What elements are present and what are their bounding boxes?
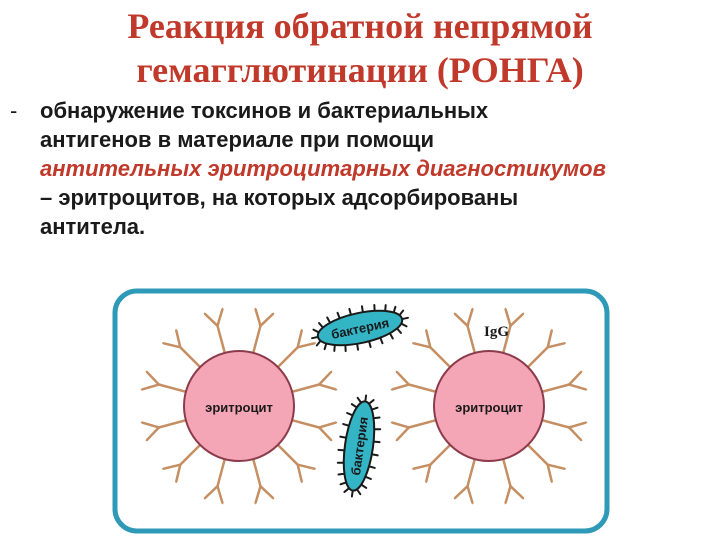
erythrocyte-left-label: эритроцит — [205, 400, 273, 415]
antibody-arm-light — [395, 370, 408, 383]
antibody-stem — [538, 383, 571, 394]
antibody-arm-light — [140, 384, 157, 391]
antibody-arm-light — [145, 429, 158, 442]
antibody-stem — [538, 418, 571, 429]
antibody-stem — [466, 324, 477, 357]
antibody-arm-light — [550, 464, 567, 470]
bullet-line-2: антигенов в материале при помощи — [40, 127, 434, 152]
antibody-arm-light — [254, 488, 261, 505]
antibody-arm-light — [467, 307, 474, 324]
antibody-arm-light — [175, 328, 181, 345]
bacterium-bottom: бактерия — [336, 394, 382, 498]
antibody-arm-light — [395, 429, 408, 442]
antibody-arm-light — [300, 464, 317, 470]
ronga-diagram: эритроцит эритроцит бактерия бактерия Ig… — [112, 288, 610, 534]
antibody-stem — [501, 324, 512, 357]
antibody-arm-light — [512, 312, 525, 325]
title-line-1: Реакция обратной непрямой — [127, 6, 593, 46]
antibody-arm-light — [321, 421, 338, 428]
bullet-paragraph: - обнаружение токсинов и бактериальных а… — [10, 96, 710, 241]
antibody-stem — [251, 324, 262, 357]
bullet-line-3-highlight: антительных эритроцитарных диагностикумо… — [40, 156, 606, 181]
antibody-stem — [251, 455, 262, 488]
bacterium-bottom-body — [342, 400, 376, 492]
antibody-arm-light — [262, 312, 275, 325]
antibody-arm-light — [217, 307, 224, 324]
bacterium-top-body — [316, 309, 404, 347]
antibody-arm-light — [320, 429, 333, 442]
antibody-stem — [288, 418, 321, 429]
igg-label: IgG — [484, 324, 509, 340]
erythrocyte-right-label: эритроцит — [455, 400, 523, 415]
antibody-arm-light — [512, 487, 525, 500]
antibody-stem — [501, 455, 512, 488]
antibody-arm-light — [570, 370, 583, 383]
bullet-dash: - — [10, 98, 18, 123]
antibody-arm-light — [262, 487, 275, 500]
antibody-arm-light — [547, 467, 553, 484]
antibody-arm-light — [504, 488, 511, 505]
antibody-arm-light — [504, 307, 511, 324]
antibody-arm-light — [254, 307, 261, 324]
antibody-arm-light — [425, 328, 431, 345]
antibody-arm-light — [571, 421, 588, 428]
antibody-stem — [216, 455, 227, 488]
antibody-stem — [275, 442, 299, 466]
antibody-stem — [179, 346, 203, 370]
antibody-arm-light — [203, 487, 216, 500]
antibody-stem — [157, 383, 190, 394]
antibody-stem — [157, 418, 190, 429]
antibody-stem — [525, 346, 549, 370]
antibody-arm-light — [390, 421, 407, 428]
antibody-arm-light — [297, 328, 303, 345]
antibody-arm-light — [321, 384, 338, 391]
antibody-stem — [179, 442, 203, 466]
antibody-arm-light — [203, 312, 216, 325]
antibody-stem — [407, 383, 440, 394]
erythrocyte-left — [183, 350, 295, 462]
antibody-arm-light — [453, 487, 466, 500]
antibody-arm-light — [161, 342, 178, 348]
antibody-arm-light — [140, 421, 157, 428]
antibody-stem — [407, 418, 440, 429]
erythrocyte-right — [433, 350, 545, 462]
antibody-arm-light — [390, 384, 407, 391]
antibody-stem — [525, 442, 549, 466]
antibody-arm-light — [570, 429, 583, 442]
antibody-stem — [429, 346, 453, 370]
antibodies-right — [390, 307, 588, 505]
antibody-arm-light — [300, 342, 317, 348]
title-line-2: гемагглютинации (РОНГА) — [136, 50, 584, 90]
antibody-stem — [466, 455, 477, 488]
antibody-arm-light — [550, 342, 567, 348]
antibodies-left — [140, 307, 338, 505]
antibody-stem — [288, 383, 321, 394]
antibody-stem — [216, 324, 227, 357]
antibody-arm-light — [217, 488, 224, 505]
bullet-line-5: антитела. — [40, 214, 146, 239]
antibody-arm-light — [161, 464, 178, 470]
bacterium-top: бактерия — [311, 303, 409, 353]
antibody-stem — [429, 442, 453, 466]
bullet-line-4: – эритроцитов, на которых адсорбированы — [40, 185, 519, 210]
antibody-arm-light — [547, 328, 553, 345]
bullet-line-1: обнаружение токсинов и бактериальных — [40, 98, 489, 123]
bacterium-spike — [350, 489, 354, 498]
antibody-arm-light — [297, 467, 303, 484]
slide-title: Реакция обратной непрямой гемагглютинаци… — [0, 4, 720, 92]
antibody-arm-light — [411, 464, 428, 470]
antibody-arm-light — [571, 384, 588, 391]
antibody-arm-light — [467, 488, 474, 505]
antibody-stem — [275, 346, 299, 370]
antibody-arm-light — [453, 312, 466, 325]
antibody-arm-light — [175, 467, 181, 484]
antibody-arm-light — [145, 370, 158, 383]
bacterium-spike — [364, 394, 368, 403]
antibody-arm-light — [411, 342, 428, 348]
antibody-arm-light — [320, 370, 333, 383]
antibody-arm-light — [425, 467, 431, 484]
